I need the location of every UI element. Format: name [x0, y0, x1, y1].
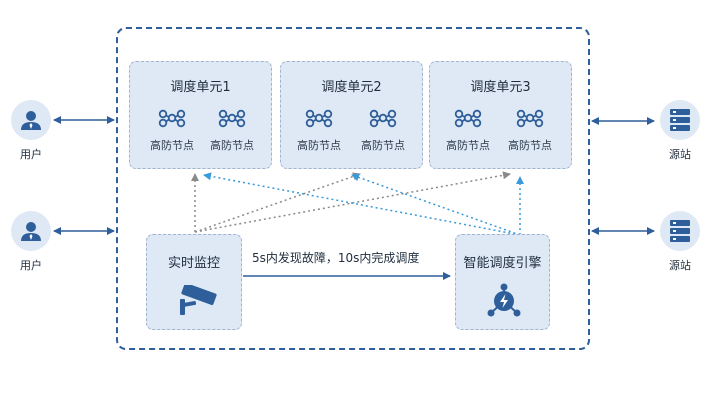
lightning-hub-icon — [487, 283, 521, 317]
node-label: 高防节点 — [508, 139, 552, 152]
engine-to-unit1-line — [203, 172, 521, 236]
node-label: 高防节点 — [446, 139, 490, 152]
user-icon — [21, 111, 41, 130]
node-cluster-icon — [158, 109, 186, 128]
node-cluster-icon — [218, 109, 246, 128]
node-cluster-icon — [454, 109, 482, 128]
failover-flow-label: 5s内发现故障，10s内完成调度 — [252, 251, 420, 265]
origin-server-2: 源站 — [655, 211, 705, 273]
smart-scheduling-engine-module: 智能调度引擎 — [455, 234, 550, 330]
scheduling-unit-3: 调度单元3 高防节点 高防节点 — [429, 61, 572, 169]
engine-title: 智能调度引擎 — [463, 256, 542, 271]
node-cluster-icon — [516, 109, 544, 128]
user-avatar — [11, 211, 51, 251]
node-label: 高防节点 — [297, 139, 341, 152]
camera-icon — [180, 285, 217, 315]
server-icon — [670, 220, 690, 242]
scheduling-unit-1: 调度单元1 高防节点 高防节点 — [129, 61, 272, 169]
realtime-monitor-module: 实时监控 — [146, 234, 242, 330]
node-cluster-icon — [369, 109, 397, 128]
node-label: 高防节点 — [150, 139, 194, 152]
defense-node: 高防节点 — [142, 108, 202, 153]
unit-title: 调度单元2 — [321, 80, 382, 95]
defense-node: 高防节点 — [353, 108, 413, 153]
unit-title: 调度单元3 — [470, 80, 531, 95]
unit-title: 调度单元1 — [170, 80, 231, 95]
node-label: 高防节点 — [361, 139, 405, 152]
user-icon — [21, 222, 41, 241]
origin-label: 源站 — [669, 259, 691, 272]
node-cluster-icon — [305, 109, 333, 128]
user-avatar — [11, 100, 51, 140]
monitor-to-unit2-line — [194, 172, 361, 233]
defense-node: 高防节点 — [202, 108, 262, 153]
user-label: 用户 — [20, 259, 42, 272]
defense-node: 高防节点 — [289, 108, 349, 153]
scheduling-cluster-frame — [116, 27, 590, 350]
monitor-title: 实时监控 — [167, 256, 220, 271]
defense-node: 高防节点 — [500, 108, 560, 153]
defense-node: 高防节点 — [438, 108, 498, 153]
node-label: 高防节点 — [210, 139, 254, 152]
server-badge — [660, 100, 700, 140]
scheduling-unit-2: 调度单元2 高防节点 高防节点 — [280, 61, 423, 169]
origin-label: 源站 — [669, 148, 691, 161]
user-label: 用户 — [20, 148, 42, 161]
server-badge — [660, 211, 700, 251]
user-2: 用户 — [6, 211, 56, 273]
origin-server-1: 源站 — [655, 100, 705, 162]
server-icon — [670, 109, 690, 131]
user-1: 用户 — [6, 100, 56, 162]
